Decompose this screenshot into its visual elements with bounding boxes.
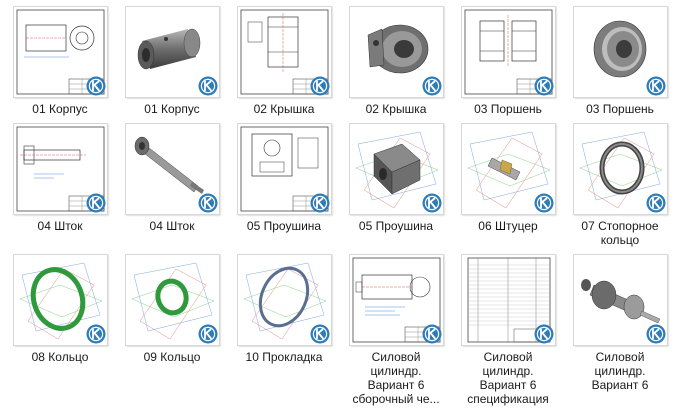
kompas-logo-icon <box>646 193 665 213</box>
file-item[interactable]: 01 Корпус <box>116 6 228 116</box>
file-name: Силовой цилиндр. Вариант 6 спецификация <box>467 350 549 406</box>
file-item[interactable]: 04 Шток <box>116 123 228 233</box>
file-thumbnail[interactable] <box>572 123 668 215</box>
kompas-logo-icon <box>198 76 217 96</box>
kompas-logo-icon <box>86 76 105 96</box>
file-thumbnail[interactable] <box>460 6 556 98</box>
file-thumbnail[interactable] <box>460 123 556 215</box>
file-name: Силовой цилиндр. Вариант 6 сборочный че.… <box>352 350 440 406</box>
file-item[interactable]: 08 Кольцо <box>4 254 116 364</box>
file-thumbnail[interactable] <box>460 254 556 346</box>
file-item[interactable]: 03 Поршень <box>452 6 564 116</box>
kompas-logo-icon <box>86 193 105 213</box>
file-name: 02 Крышка <box>253 102 315 116</box>
kompas-logo-icon <box>310 193 329 213</box>
file-item[interactable]: 07 Стопорное кольцо <box>564 123 676 247</box>
file-name: 03 Поршень <box>474 102 542 116</box>
file-item[interactable]: 03 Поршень <box>564 6 676 116</box>
file-item[interactable]: 06 Штуцер <box>452 123 564 233</box>
file-name: Силовой цилиндр. Вариант 6 <box>591 350 649 392</box>
file-name: 10 Прокладка <box>245 350 323 364</box>
file-name: 04 Шток <box>149 219 195 233</box>
kompas-logo-icon <box>422 193 441 213</box>
file-thumbnail[interactable] <box>572 6 668 98</box>
file-item[interactable]: 05 Проушина <box>340 123 452 233</box>
file-item[interactable]: 02 Крышка <box>340 6 452 116</box>
file-item[interactable]: Силовой цилиндр. Вариант 6 сборочный че.… <box>340 254 452 406</box>
file-item[interactable]: 01 Корпус <box>4 6 116 116</box>
file-thumbnail[interactable] <box>124 123 220 215</box>
file-item[interactable]: 10 Прокладка <box>228 254 340 364</box>
file-item[interactable]: Силовой цилиндр. Вариант 6 спецификация <box>452 254 564 406</box>
file-thumbnail[interactable] <box>12 254 108 346</box>
file-name: 07 Стопорное кольцо <box>581 219 659 247</box>
file-item[interactable]: 04 Шток <box>4 123 116 233</box>
file-item[interactable]: 02 Крышка <box>228 6 340 116</box>
kompas-logo-icon <box>310 76 329 96</box>
file-item[interactable]: 05 Проушина <box>228 123 340 233</box>
kompas-logo-icon <box>646 76 665 96</box>
kompas-logo-icon <box>198 193 217 213</box>
file-name: 01 Корпус <box>144 102 200 116</box>
file-name: 09 Кольцо <box>143 350 201 364</box>
file-thumbnail[interactable] <box>12 6 108 98</box>
file-name: 05 Проушина <box>246 219 322 233</box>
file-thumbnail[interactable] <box>12 123 108 215</box>
kompas-logo-icon <box>310 324 329 344</box>
file-name: 02 Крышка <box>365 102 427 116</box>
file-name: 06 Штуцер <box>478 219 538 233</box>
file-thumbnail[interactable] <box>348 123 444 215</box>
kompas-logo-icon <box>534 193 553 213</box>
kompas-logo-icon <box>86 324 105 344</box>
file-item[interactable]: 09 Кольцо <box>116 254 228 364</box>
kompas-logo-icon <box>646 324 665 344</box>
file-thumbnail[interactable] <box>348 6 444 98</box>
file-name: 04 Шток <box>37 219 83 233</box>
file-thumbnail[interactable] <box>124 6 220 98</box>
file-name: 03 Поршень <box>586 102 654 116</box>
kompas-logo-icon <box>534 324 553 344</box>
kompas-logo-icon <box>422 324 441 344</box>
kompas-logo-icon <box>534 76 553 96</box>
file-thumbnail[interactable] <box>572 254 668 346</box>
file-item[interactable]: Силовой цилиндр. Вариант 6 <box>564 254 676 392</box>
kompas-logo-icon <box>422 76 441 96</box>
file-name: 08 Кольцо <box>31 350 89 364</box>
file-thumbnail[interactable] <box>124 254 220 346</box>
file-thumbnail[interactable] <box>236 6 332 98</box>
kompas-logo-icon <box>198 324 217 344</box>
file-thumbnail[interactable] <box>348 254 444 346</box>
file-name: 01 Корпус <box>32 102 88 116</box>
file-name: 05 Проушина <box>358 219 434 233</box>
file-thumbnail[interactable] <box>236 254 332 346</box>
file-thumbnail[interactable] <box>236 123 332 215</box>
